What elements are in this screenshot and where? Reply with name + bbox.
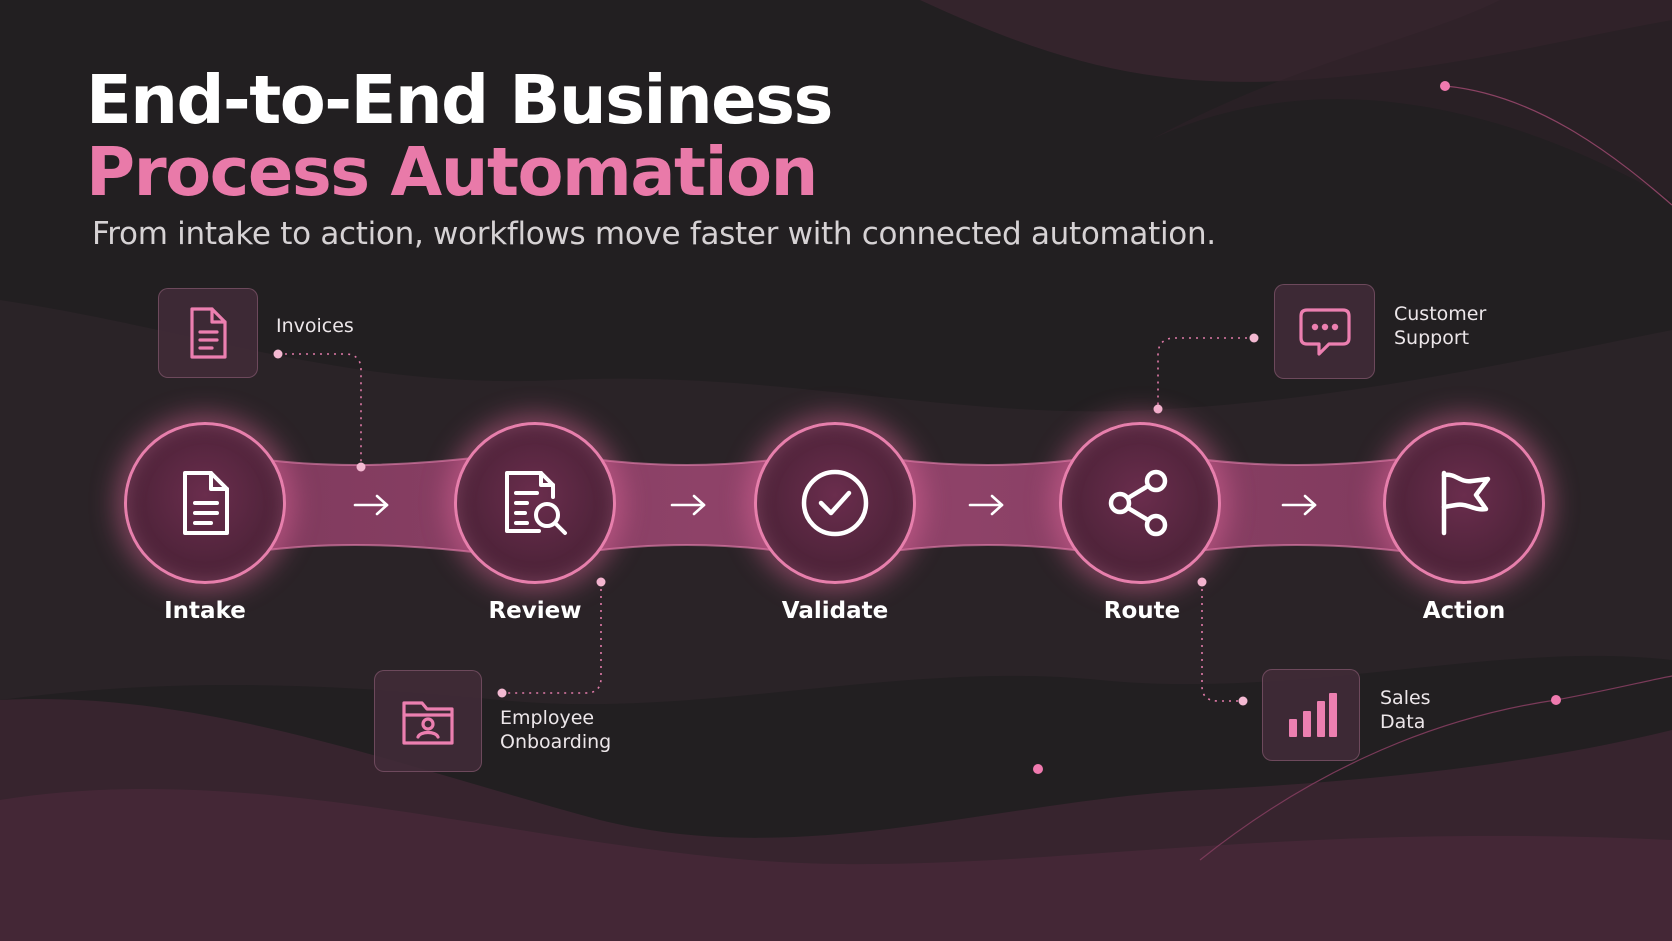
label-line: Invoices bbox=[276, 315, 354, 337]
source-label-sales-data: Sales Data bbox=[1380, 686, 1431, 734]
chat-bubble-icon bbox=[1298, 307, 1351, 356]
leader-dot bbox=[1197, 577, 1207, 587]
source-employee-onboarding bbox=[374, 670, 482, 772]
label-line: Data bbox=[1380, 711, 1426, 733]
page-title: End-to-End Business Process Automation bbox=[86, 61, 833, 211]
stage-action bbox=[1383, 422, 1545, 584]
label-line: Customer bbox=[1394, 303, 1487, 325]
wave-bottom-2 bbox=[0, 788, 1672, 941]
stage-intake bbox=[124, 422, 286, 584]
arrow-right-icon bbox=[670, 494, 706, 516]
label-line: Employee bbox=[500, 707, 595, 729]
stage-validate bbox=[754, 422, 916, 584]
leader-dot bbox=[1238, 696, 1248, 706]
bar-chart-icon bbox=[1289, 693, 1337, 737]
label-line: Sales bbox=[1380, 687, 1431, 709]
dot-bottom-middle bbox=[1033, 764, 1043, 774]
source-invoices bbox=[158, 288, 258, 378]
title-line-2: Process Automation bbox=[86, 133, 818, 211]
curve-top-right bbox=[1444, 85, 1672, 206]
leader-dot bbox=[1153, 404, 1163, 414]
stage-review bbox=[454, 422, 616, 584]
wave-right bbox=[1150, 0, 1672, 200]
leader-employee-onboarding bbox=[502, 582, 602, 694]
source-label-invoices: Invoices bbox=[276, 314, 354, 338]
folder-user-icon bbox=[402, 701, 454, 745]
label-line: Onboarding bbox=[500, 731, 612, 753]
stage-label-validate: Validate bbox=[781, 598, 889, 624]
leader-dot bbox=[497, 688, 507, 698]
leader-customer-support bbox=[1157, 337, 1254, 409]
arrow-right-icon bbox=[1281, 494, 1317, 516]
leader-dot bbox=[356, 462, 366, 472]
share-nodes-icon bbox=[1108, 469, 1168, 537]
label-line: Support bbox=[1394, 327, 1470, 349]
check-circle-icon bbox=[801, 469, 869, 537]
source-customer-support bbox=[1274, 284, 1375, 379]
dot-top-right bbox=[1440, 81, 1450, 91]
stage-label-action: Action bbox=[1422, 598, 1506, 624]
subtitle: From intake to action, workflows move fa… bbox=[92, 216, 1216, 252]
title-line-1: End-to-End Business bbox=[86, 61, 833, 139]
leader-dot bbox=[273, 349, 283, 359]
arrow-right-icon bbox=[353, 494, 389, 516]
curve-bottom-right bbox=[1199, 675, 1672, 861]
dot-bottom-right bbox=[1551, 695, 1561, 705]
flag-icon bbox=[1441, 470, 1491, 536]
source-sales-data bbox=[1262, 669, 1360, 761]
leader-invoices bbox=[278, 353, 362, 467]
leader-dot bbox=[596, 577, 606, 587]
stage-label-review: Review bbox=[488, 598, 582, 624]
stage-label-route: Route bbox=[1103, 598, 1181, 624]
leader-dot bbox=[1249, 333, 1259, 343]
document-icon bbox=[183, 471, 229, 535]
document-icon bbox=[190, 307, 227, 359]
arrow-right-icon bbox=[968, 494, 1004, 516]
document-search-icon bbox=[505, 471, 567, 535]
source-label-employee-onboarding: Employee Onboarding bbox=[500, 706, 611, 754]
stage-label-intake: Intake bbox=[164, 598, 246, 624]
stage-route bbox=[1059, 422, 1221, 584]
source-label-customer-support: Customer Support bbox=[1394, 302, 1486, 350]
